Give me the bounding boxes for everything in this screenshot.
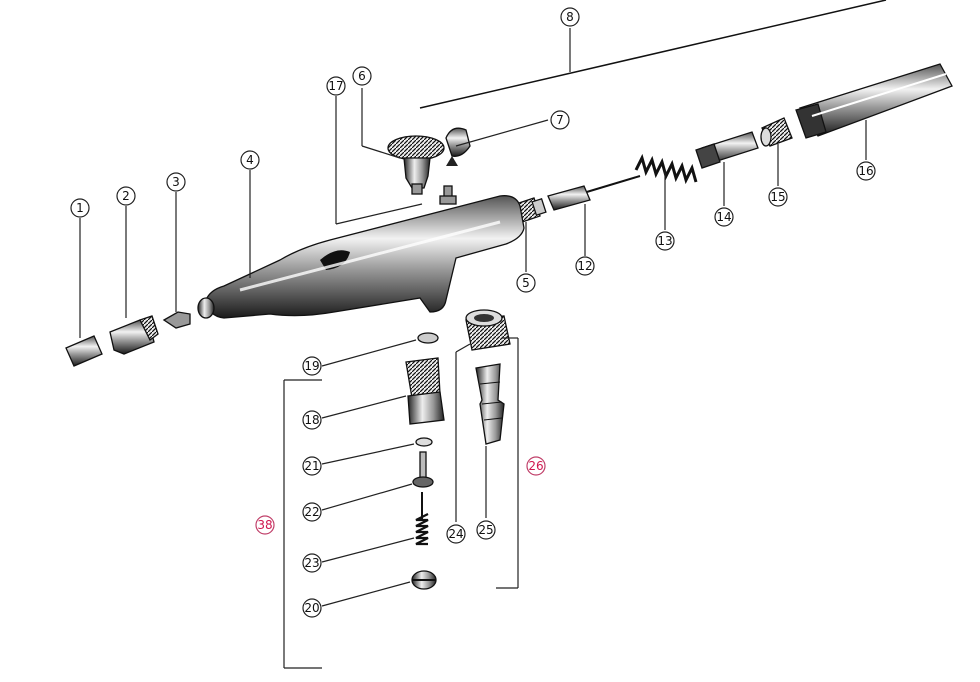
callout-5: 5: [516, 273, 536, 293]
chucking-nut-part: [760, 117, 793, 147]
svg-text:6: 6: [358, 69, 366, 83]
svg-text:14: 14: [716, 210, 731, 224]
trigger-part: [387, 135, 445, 195]
svg-text:16: 16: [858, 164, 873, 178]
callout-21: 21: [302, 456, 322, 476]
callout-14: 14: [714, 207, 734, 227]
leader-lines: [79, 28, 867, 669]
callout-13: 13: [655, 231, 675, 251]
svg-text:38: 38: [257, 518, 272, 532]
callout-20: 20: [302, 598, 322, 618]
valve-stem-part: [412, 451, 434, 488]
svg-text:12: 12: [577, 259, 592, 273]
callout-1: 1: [70, 198, 90, 218]
svg-text:19: 19: [304, 359, 319, 373]
callout-24: 24: [446, 524, 466, 544]
callout-8: 8: [560, 7, 580, 27]
valve-spring-part: [415, 513, 429, 546]
assembly-label-26: 26: [526, 456, 546, 476]
svg-text:17: 17: [328, 79, 343, 93]
callout-16: 16: [856, 161, 876, 181]
needle-cap-part: [65, 335, 103, 367]
svg-text:7: 7: [556, 113, 564, 127]
valve-screw-part: [411, 570, 437, 590]
svg-text:2: 2: [122, 189, 130, 203]
chucking-guide-part: [547, 175, 641, 211]
callout-15: 15: [768, 187, 788, 207]
callout-19: 19: [302, 356, 322, 376]
svg-text:3: 3: [172, 175, 180, 189]
svg-text:26: 26: [528, 459, 543, 473]
callout-3: 3: [166, 172, 186, 192]
svg-text:24: 24: [448, 527, 463, 541]
svg-text:5: 5: [522, 276, 530, 290]
callout-6: 6: [352, 66, 372, 86]
callout-22: 22: [302, 502, 322, 522]
trigger-seat-part: [439, 195, 457, 205]
callout-12: 12: [575, 256, 595, 276]
callout-7: 7: [550, 110, 570, 130]
callout-17: 17: [326, 76, 346, 96]
assembly-label-38: 38: [255, 515, 275, 535]
svg-text:23: 23: [304, 556, 319, 570]
svg-text:25: 25: [478, 523, 493, 537]
body-part: [197, 185, 525, 319]
handle-part: [795, 63, 953, 139]
svg-text:22: 22: [304, 505, 319, 519]
callout-4: 4: [240, 150, 260, 170]
callout-2: 2: [116, 186, 136, 206]
svg-text:15: 15: [770, 190, 785, 204]
washer-part: [417, 332, 439, 344]
callout-25: 25: [476, 520, 496, 540]
needle-part: [419, 0, 887, 109]
svg-text:21: 21: [304, 459, 319, 473]
spring-part: [634, 153, 698, 185]
callout-23: 23: [302, 553, 322, 573]
valve-body-part: [405, 357, 445, 425]
nozzle-cap-part: [109, 315, 159, 355]
svg-text:13: 13: [657, 234, 672, 248]
svg-text:8: 8: [566, 10, 574, 24]
svg-text:4: 4: [246, 153, 254, 167]
o-ring-part: [415, 437, 433, 447]
nozzle-part: [162, 311, 191, 329]
svg-text:1: 1: [76, 201, 84, 215]
spring-guide-part: [695, 131, 759, 169]
callout-18: 18: [302, 410, 322, 430]
hose-nut-part: [465, 309, 511, 351]
svg-text:18: 18: [304, 413, 319, 427]
lever-part: [445, 127, 471, 166]
hose-connector-part: [475, 363, 505, 445]
svg-text:20: 20: [304, 601, 319, 615]
